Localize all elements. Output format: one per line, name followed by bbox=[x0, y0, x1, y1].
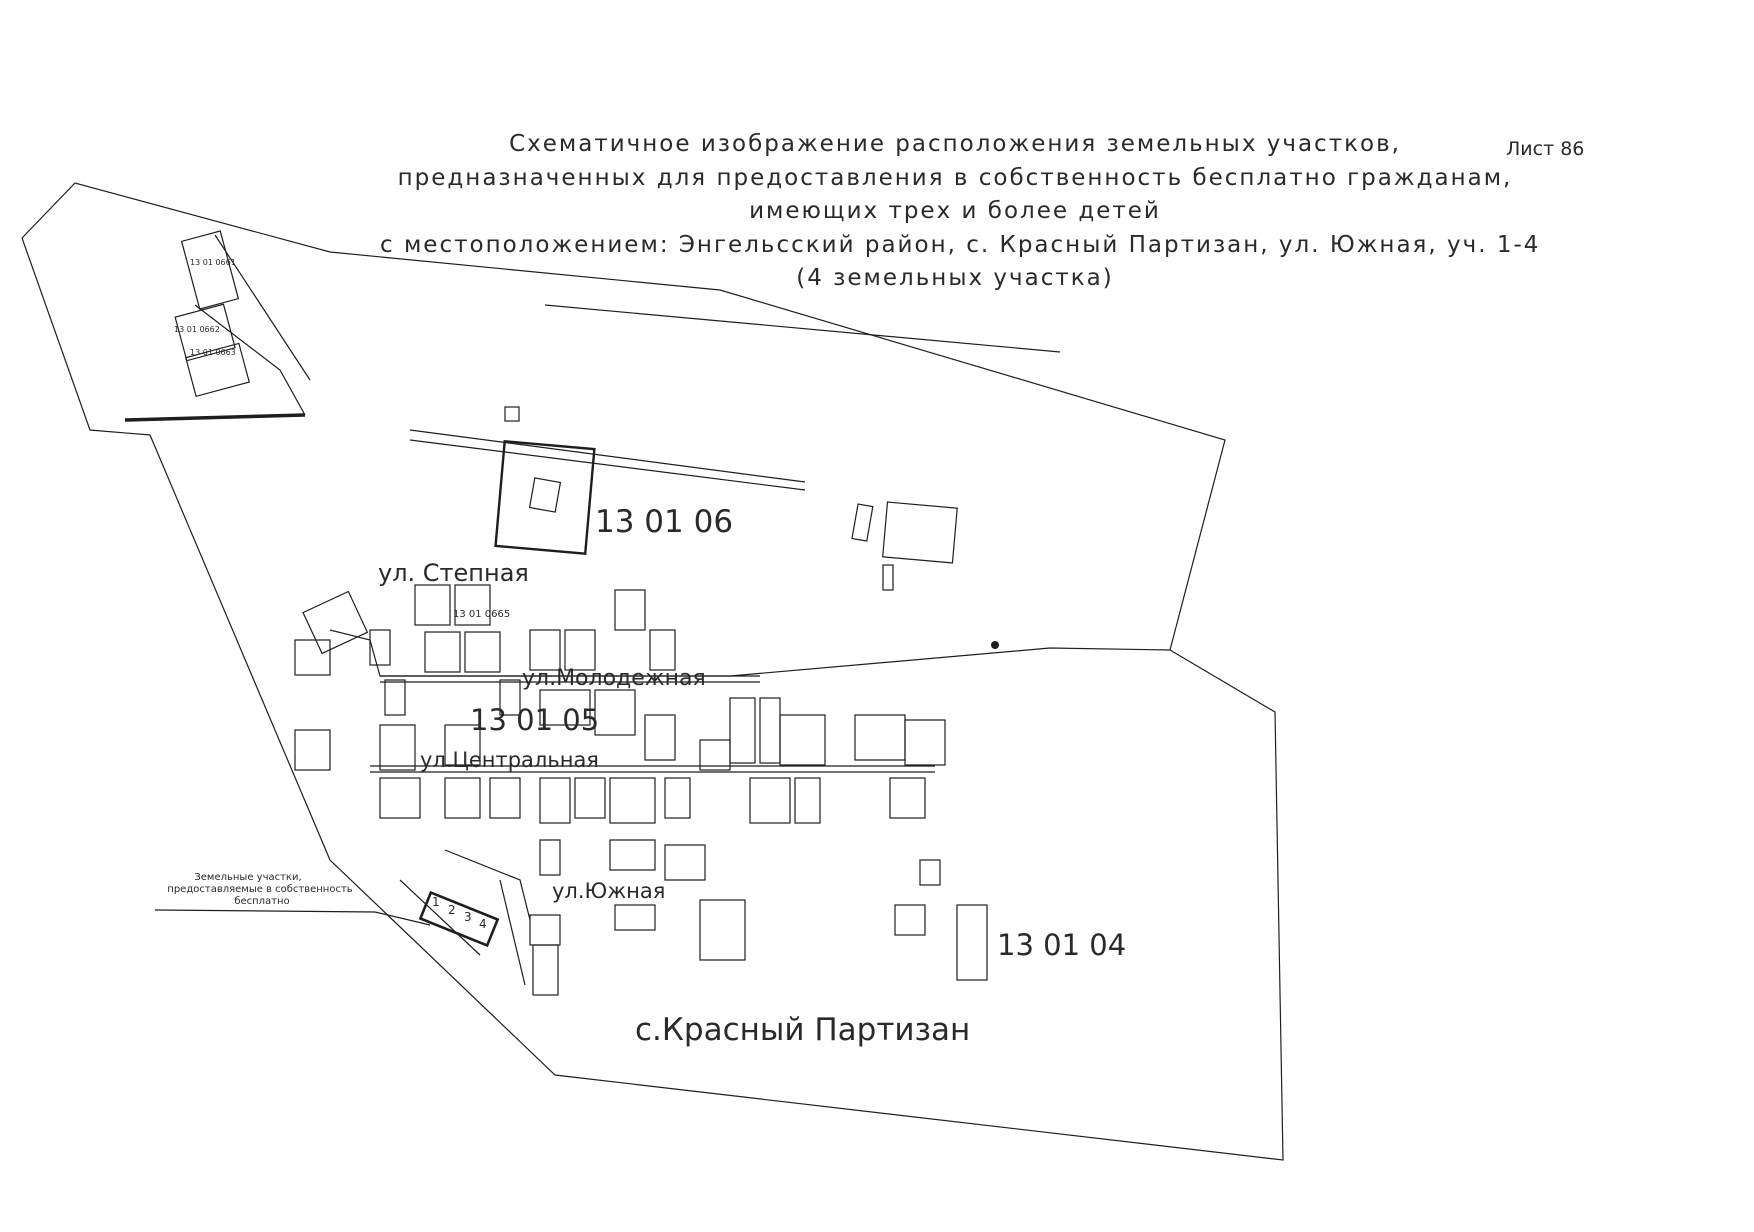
street-yuzhnaya-line bbox=[399, 849, 531, 956]
legend-leader-line bbox=[154, 909, 376, 913]
map-title: Схематичное изображение расположения зем… bbox=[380, 128, 1541, 296]
top-road bbox=[544, 304, 1061, 353]
road-dash bbox=[124, 413, 306, 422]
settlement-label: с.Красный Партизан bbox=[635, 1012, 970, 1048]
street-centralnaya-label: ул.Центральная bbox=[420, 748, 599, 772]
parcel-0661-label: 13 01 0661 bbox=[190, 258, 236, 267]
plot-1-label: 1 bbox=[432, 895, 440, 909]
title-line-1: Схематичное изображение расположения зем… bbox=[509, 131, 1401, 157]
sheet-number: Лист 86 bbox=[1506, 138, 1585, 160]
plot-4-label: 4 bbox=[479, 917, 487, 931]
legend-line-3: бесплатно bbox=[234, 896, 289, 907]
parcel-0662-label: 13 01 0662 bbox=[174, 325, 220, 334]
parcel-0663-label: 13 01 0663 bbox=[190, 348, 236, 357]
parcel-0661-shape bbox=[180, 230, 240, 310]
survey-point bbox=[991, 641, 999, 649]
legend-line-2: предоставляемые в собственность bbox=[167, 884, 352, 895]
street-molodezhnaya-label: ул.Молодежная bbox=[522, 666, 706, 691]
small-building bbox=[528, 477, 562, 513]
legend-line-1: Земельные участки, bbox=[194, 872, 301, 883]
plot-numbers: 1 2 3 4 bbox=[432, 895, 487, 931]
block-06-label: 13 01 06 bbox=[595, 504, 733, 540]
parcel-0663-shape bbox=[185, 342, 250, 398]
block-04-label: 13 01 04 bbox=[997, 928, 1126, 962]
legend-leader-line-2 bbox=[374, 911, 431, 926]
parcel-road bbox=[499, 879, 526, 986]
parcel-0665-label: 13 01 0665 bbox=[453, 609, 510, 620]
east-building-3 bbox=[882, 564, 894, 591]
title-line-2: предназначенных для предоставления в соб… bbox=[397, 164, 1513, 191]
east-building bbox=[882, 501, 958, 564]
large-building bbox=[494, 439, 596, 556]
highway-line bbox=[409, 429, 806, 483]
title-line-4: с местоположением: Энгельсский район, с.… bbox=[380, 231, 1541, 258]
tiny-square bbox=[504, 406, 520, 422]
block-05-label: 13 01 05 bbox=[470, 703, 599, 737]
plot-3-label: 3 bbox=[464, 910, 472, 924]
plot-group-outline bbox=[418, 890, 500, 948]
street-stepnaya-label: ул. Степная bbox=[378, 559, 529, 587]
northwest-road bbox=[194, 234, 311, 416]
plot-2-label: 2 bbox=[448, 903, 456, 917]
street-yuzhnaya-label: ул.Южная bbox=[552, 879, 665, 903]
title-line-3: имеющих трех и более детей bbox=[749, 198, 1161, 224]
highway-line-2 bbox=[409, 439, 806, 491]
house-cluster bbox=[294, 584, 988, 996]
east-building-2 bbox=[851, 503, 874, 542]
block-06-boundary bbox=[329, 629, 1171, 677]
settlement-boundary bbox=[21, 182, 1284, 1161]
parcel-0662-shape bbox=[174, 303, 236, 362]
title-line-5: (4 земельных участка) bbox=[796, 265, 1114, 291]
